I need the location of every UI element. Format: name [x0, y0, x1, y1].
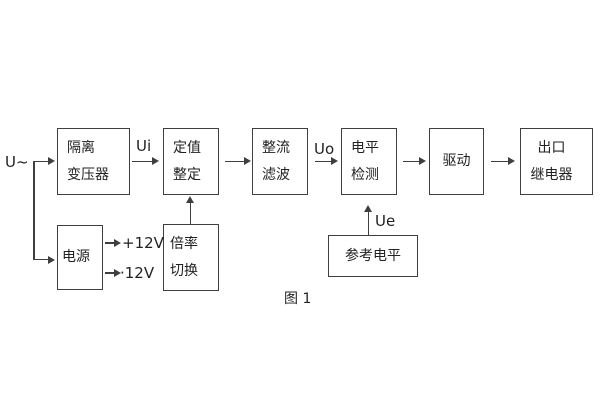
connector-line [104, 242, 115, 244]
rail-positive-12v-label: +12V [122, 234, 164, 252]
block-label-line: 定值 [173, 139, 201, 156]
arrowhead-right-icon [48, 255, 55, 264]
arrowhead-right-icon [48, 157, 55, 166]
arrowhead-right-icon [418, 157, 426, 166]
block-label-line: 继电器 [530, 166, 573, 183]
block-value-setting: 定值 整定 [163, 128, 219, 195]
block-level-detection: 电平 检测 [341, 128, 397, 195]
rail-negative-12v-label: ·12V [120, 264, 155, 282]
block-label-line: 整定 [173, 166, 201, 183]
connector-line [367, 212, 369, 235]
block-rectifier-filter: 整流 滤波 [252, 128, 308, 195]
connector-line [225, 160, 244, 162]
connector-line [33, 160, 49, 162]
input-voltage-label: U~ [5, 153, 29, 171]
block-label-line: 整流 [262, 139, 290, 156]
arrowhead-up-icon [364, 205, 373, 212]
signal-ue-label: Ue [375, 212, 396, 230]
block-label-line: 参考电平 [345, 247, 401, 264]
block-label-line: 变压器 [67, 166, 109, 183]
connector-line [189, 203, 191, 224]
signal-uo-label: Uo [314, 140, 335, 158]
arrowhead-up-icon [186, 196, 195, 203]
connector-line [33, 161, 35, 260]
arrowhead-right-icon [114, 239, 121, 248]
block-label-line: 切换 [170, 262, 198, 279]
block-isolation-transformer: 隔离 变压器 [57, 128, 130, 195]
arrowhead-right-icon [114, 269, 121, 278]
block-ratio-switch: 倍率 切换 [163, 224, 219, 291]
connector-line [131, 160, 153, 162]
connector-line [491, 160, 508, 162]
block-power-supply: 电源 [57, 225, 103, 290]
connector-line [33, 258, 49, 261]
block-label-line: 滤波 [262, 166, 290, 183]
connector-line [314, 160, 332, 162]
block-label-line: 电平 [351, 139, 379, 156]
arrowhead-right-icon [507, 157, 515, 166]
arrowhead-right-icon [243, 157, 251, 166]
block-driver: 驱动 [429, 128, 484, 195]
block-label-line: 驱动 [442, 153, 471, 169]
block-output-relay: 出口 继电器 [520, 128, 593, 195]
block-label-line: 电源 [62, 249, 90, 265]
signal-ui-label: Ui [136, 137, 152, 155]
arrowhead-right-icon [152, 157, 159, 166]
block-reference-level: 参考电平 [328, 235, 418, 277]
block-label-line: 倍率 [170, 235, 198, 252]
block-label-line: 隔离 [67, 139, 95, 156]
block-label-line: 出口 [537, 139, 566, 156]
connector-line [403, 160, 419, 162]
connector-line [104, 272, 115, 274]
figure-caption: 图 1 [284, 291, 312, 307]
block-label-line: 检测 [351, 166, 379, 183]
arrowhead-right-icon [331, 157, 338, 166]
